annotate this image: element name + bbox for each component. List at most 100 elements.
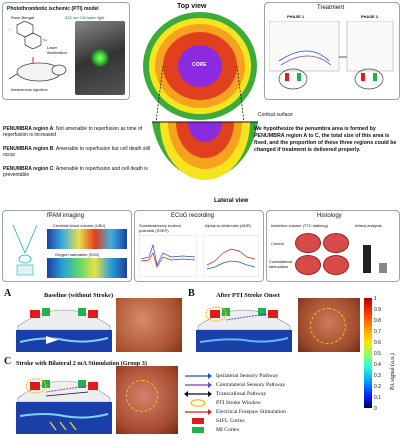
ecog-box: ECoG recording Somatosensory evoked pote… <box>134 210 264 282</box>
pti-model-box: Photothrombotic ischemic (PTI) model Ros… <box>2 2 130 100</box>
phase1-label: PHASE 1 <box>287 14 305 19</box>
penumbra-a-name: PENUMBRA region A <box>3 126 54 132</box>
legend-transcallosal-icon <box>184 391 212 397</box>
adr-plot <box>203 235 259 277</box>
panel-a-schematic <box>16 308 112 352</box>
legend-contralateral-label: Contralateral Sensory Pathway <box>216 382 286 388</box>
tick-0.4: 0.4 <box>374 362 381 368</box>
legend-ipsilateral-label: Ipsilateral Sensory Pathway <box>216 373 279 379</box>
penumbra-c-desc: : Amenable to reperfusion and cell death… <box>3 166 148 178</box>
tick-0.2: 0.2 <box>374 384 381 390</box>
tick-0.6: 0.6 <box>374 340 381 346</box>
penumbra-c-name: PENUMBRA region C <box>3 166 54 172</box>
phase2-label: PHASE 2 <box>361 14 379 19</box>
hypothesis-text: We hypothesize the penumbra area is form… <box>254 126 397 153</box>
colorbar-label: PA signal (a.u.) <box>390 353 396 390</box>
so2-map <box>47 258 127 278</box>
svg-text:I: I <box>9 28 10 32</box>
tick-0: 0 <box>374 406 377 412</box>
tick-0.5: 0.5 <box>374 351 381 357</box>
ssep-label: Somatosensory evoked potential (SSEP) <box>139 223 181 233</box>
cbv-label: Cerebral blood volume (CBV) <box>53 223 106 228</box>
panel-a-photo <box>116 298 182 352</box>
treatment-title: Treatment <box>317 5 345 11</box>
histology-title: Histology <box>317 213 342 219</box>
legend-mi-label: MI Cortex <box>216 427 240 433</box>
penumbra-b-text: PENUMBRA region B: Amenable to reperfusi… <box>3 146 155 158</box>
infarct-bar-control <box>363 245 371 273</box>
rose-bengal-label: Rose Bengal <box>11 15 34 20</box>
legend-electrical: Electrical Forepaw Stimulation <box>184 408 314 417</box>
infarct-bar-stim <box>379 263 387 273</box>
panel-a-title: Baseline (without Stroke) <box>44 292 114 299</box>
legend-s1fl-label: S1FL Cortex <box>216 418 245 424</box>
pti-title: Photothrombotic ischemic (PTI) model <box>7 6 99 12</box>
control-label: Control <box>271 241 284 246</box>
penumbra-c-text: PENUMBRA region C: Amenable to reperfusi… <box>3 166 155 178</box>
infarct-label: Infarct analysis <box>355 223 382 228</box>
tick-0.3: 0.3 <box>374 373 381 379</box>
legend-mi-icon <box>192 427 204 433</box>
panel-b-schematic <box>196 306 292 352</box>
core-label: CORE <box>192 62 207 68</box>
cbv-map <box>47 229 127 249</box>
legend-pti-window: PTI Stroke Window <box>184 399 314 408</box>
panel-c-label: C <box>4 356 12 367</box>
tick-0.7: 0.7 <box>374 329 381 335</box>
histology-box: Histology Infarction volume (TTC stainin… <box>266 210 400 282</box>
penumbra-a-text: PENUMBRA region A: Not amenable to reper… <box>3 126 155 138</box>
fpam-box: fPAM imaging Cerebral blood volume (CBV)… <box>2 210 132 282</box>
top-view-diagram <box>143 12 257 122</box>
legend-pti-window-icon <box>190 399 206 407</box>
intravenous-label: Intravenous injection <box>11 87 48 92</box>
legend-mi: MI Cortex <box>184 426 314 435</box>
ttc-label: Infarction volume (TTC staining) <box>271 223 328 228</box>
fpam-setup-drawing <box>12 224 38 276</box>
adr-label: Alpha-to-delta ratio (ADR) <box>205 223 252 228</box>
ssep-plot <box>139 235 197 277</box>
laser-illum-label: Laser illumination <box>47 45 68 55</box>
panel-c-schematic <box>16 378 112 434</box>
panel-b-stroke-window <box>310 308 346 344</box>
legend-contralateral-icon <box>185 382 212 388</box>
ttc-slice-stim-2 <box>323 255 349 275</box>
contralateral-label: Contralateral stimulation <box>269 259 292 269</box>
treatment-box: Treatment PHASE 1 PHASE 2 <box>264 2 400 100</box>
legend-transcallosal: Transcallosal Pathway <box>184 390 314 399</box>
tick-1: 1 <box>374 296 377 302</box>
legend-s1fl: S1FL Cortex <box>184 417 314 426</box>
lateral-view-diagram <box>152 121 258 180</box>
legend-pti-window-label: PTI Stroke Window <box>216 400 261 406</box>
tick-0.9: 0.9 <box>374 307 381 313</box>
ecog-title: ECoG recording <box>171 213 215 219</box>
pa-colorbar <box>364 298 372 408</box>
svg-text:Na: Na <box>43 38 47 42</box>
panel-c-title: Stroke with Bilateral 2 mA Stimulation (… <box>16 360 147 367</box>
top-view-title: Top view <box>177 3 207 10</box>
ttc-slice-control-2 <box>323 233 349 253</box>
cortical-surface-label: Cortical surface <box>258 112 293 118</box>
legend-ipsilateral: Ipsilateral Sensory Pathway <box>184 372 314 381</box>
legend-contralateral: Contralateral Sensory Pathway <box>184 381 314 390</box>
panel-b-label: B <box>188 288 195 299</box>
tick-0.1: 0.1 <box>374 395 381 401</box>
legend-electrical-icon <box>185 409 212 415</box>
fpam-title: fPAM imaging <box>47 213 84 219</box>
panel-b-title: After PTI Stroke Onset <box>216 292 280 299</box>
ttc-slice-stim-1 <box>295 255 321 275</box>
legend-s1fl-icon <box>192 418 204 424</box>
legend-ipsilateral-icon <box>185 373 212 379</box>
penumbra-b-desc: : Amenable to reperfusion but cell death… <box>3 146 151 158</box>
pa-colorbar-ticks: 1 0.9 0.8 0.7 0.6 0.5 0.4 0.3 0.2 0.1 0 <box>374 296 388 412</box>
panel-a-label: A <box>4 288 12 299</box>
panel-c-stroke-window <box>126 380 158 412</box>
lateral-view-title: Lateral view <box>214 198 249 204</box>
mouse-drawing <box>9 57 67 82</box>
legend-transcallosal-label: Transcallosal Pathway <box>216 391 267 397</box>
treatment-diagram <box>269 21 394 90</box>
legend: Ipsilateral Sensory Pathway Contralatera… <box>184 372 354 438</box>
rose-bengal-structure: I Na <box>9 21 47 49</box>
legend-electrical-label: Electrical Forepaw Stimulation <box>216 409 286 415</box>
so2-label: Oxygen saturation (SO2) <box>55 252 100 257</box>
ttc-slice-control-1 <box>295 233 321 253</box>
